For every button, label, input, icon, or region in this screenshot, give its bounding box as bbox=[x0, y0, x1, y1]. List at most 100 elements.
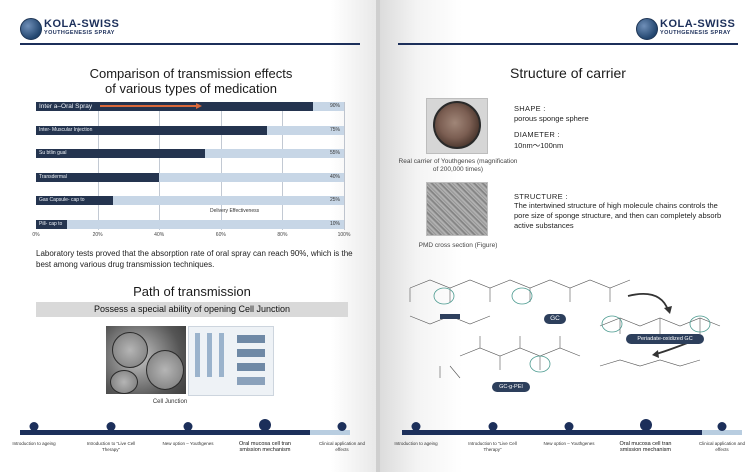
shape-value: porous sponge sphere bbox=[514, 114, 589, 123]
periodate-label: Periadate-oxidized GC bbox=[626, 334, 704, 344]
polymer-branches bbox=[409, 288, 611, 302]
timeline-label[interactable]: New option – Youthgenes bbox=[543, 441, 595, 446]
chart-bar bbox=[36, 196, 113, 205]
highlight-circle bbox=[433, 287, 455, 305]
timeline-progress bbox=[402, 430, 702, 435]
timeline-node[interactable] bbox=[488, 422, 497, 431]
polymer-branches bbox=[479, 336, 561, 370]
timeline-label[interactable]: Introduction to “Live Cell Therapy” bbox=[86, 441, 136, 452]
brand-name: KOLA-SWISS bbox=[44, 18, 120, 30]
chart-arrow bbox=[100, 105, 196, 107]
chart-bar-track bbox=[36, 196, 344, 205]
timeline-node[interactable] bbox=[337, 422, 347, 431]
chart-value-label: 75% bbox=[329, 126, 340, 133]
chart-bar-row: Pill- cap to 10% bbox=[36, 219, 344, 229]
timeline-node[interactable] bbox=[411, 422, 421, 431]
chart-value-label: 90% bbox=[329, 103, 340, 109]
timeline-label[interactable]: New option – Youthgenes bbox=[162, 441, 214, 446]
timeline-node[interactable] bbox=[29, 422, 39, 431]
timeline-track bbox=[20, 430, 350, 435]
chart-category-label: Pill- cap to bbox=[39, 220, 63, 227]
header-rule bbox=[398, 43, 738, 45]
chart-gridline bbox=[344, 102, 345, 230]
timeline-label[interactable]: Introduction to “Live Cell Therapy” bbox=[468, 441, 517, 452]
timeline-node[interactable] bbox=[259, 419, 271, 431]
highlight-circle bbox=[529, 355, 551, 373]
timeline-node[interactable] bbox=[717, 422, 727, 431]
chart-gridline bbox=[282, 102, 284, 230]
chart-gridline bbox=[97, 102, 99, 230]
chart-x-axis-title: Delivery Effectiveness bbox=[210, 208, 260, 214]
diagram-column bbox=[195, 333, 200, 377]
highlight-circle bbox=[689, 315, 711, 333]
cell-junction-banner: Possess a special ability of opening Cel… bbox=[36, 302, 348, 317]
chart-bar-track bbox=[36, 172, 344, 182]
chart-bar-row: Inter- Muscular Injection 75% bbox=[36, 125, 344, 135]
diagram-column bbox=[219, 333, 224, 377]
globe-logo-icon bbox=[20, 18, 42, 40]
chart-x-axis: 0%20%40%60%80%100% bbox=[32, 232, 350, 240]
timeline-label[interactable]: Introduction to ageing bbox=[394, 441, 438, 446]
diagram-box bbox=[237, 335, 265, 343]
chart-category-label: Gas Capsule- cap to bbox=[39, 197, 85, 203]
timeline-node[interactable] bbox=[564, 422, 574, 431]
chart-bar bbox=[36, 125, 267, 135]
left-page: KOLA-SWISS YOUTHGENESIS SPRAY Comparison… bbox=[0, 0, 376, 472]
timeline-node[interactable] bbox=[183, 422, 193, 431]
timeline-label[interactable]: Clinical application and effects bbox=[318, 441, 366, 452]
diameter-label: DIAMETER : bbox=[514, 130, 560, 139]
pmd-cross-section-image bbox=[426, 182, 488, 236]
timeline-label[interactable]: Oral mucosa cell tran smission mechanism bbox=[619, 441, 672, 453]
timeline-track bbox=[402, 430, 742, 435]
chart-value-label: 10% bbox=[329, 220, 340, 227]
chart-x-tick: 100% bbox=[337, 232, 351, 238]
chart-gridline bbox=[220, 102, 222, 230]
structure-label: STRUCTURE : bbox=[514, 192, 568, 201]
timeline-progress bbox=[20, 430, 310, 435]
chart-bar bbox=[36, 172, 160, 182]
chart-title: Comparison of transmission effects of va… bbox=[36, 66, 346, 96]
polymer-branches bbox=[439, 365, 461, 379]
carrier-caption: Real carrier of Youthgenes (magnificatio… bbox=[398, 158, 518, 173]
shape-label: SHAPE : bbox=[514, 104, 546, 113]
chart-value-label: 55% bbox=[329, 150, 340, 156]
reaction-arrow bbox=[627, 292, 669, 311]
reagent-box bbox=[440, 314, 460, 319]
timeline-node[interactable] bbox=[639, 419, 652, 431]
cell-junction-diagram bbox=[188, 326, 274, 396]
polymer-chain bbox=[459, 347, 581, 357]
pmd-caption: PMD cross section (Figure) bbox=[418, 242, 498, 249]
chart-bar-track bbox=[36, 219, 344, 229]
chart-bar bbox=[36, 149, 206, 158]
diagram-box bbox=[237, 349, 265, 357]
cell-shape bbox=[110, 370, 138, 394]
carrier-title: Structure of carrier bbox=[510, 65, 626, 81]
chart-gridline bbox=[159, 102, 161, 230]
header-rule bbox=[20, 43, 360, 45]
chart-arrowhead bbox=[196, 103, 202, 109]
cell-junction-caption: Cell Junction bbox=[152, 399, 188, 405]
cell-junction-micrograph bbox=[106, 326, 186, 394]
timeline-label[interactable]: Introduction to ageing bbox=[12, 441, 56, 446]
sponge-sphere bbox=[433, 101, 481, 149]
chart-title-line1: Comparison of transmission effects bbox=[89, 66, 293, 81]
timeline-node[interactable] bbox=[106, 422, 116, 431]
timeline-label[interactable]: Oral mucosa cell tran smission mechanism bbox=[239, 441, 291, 453]
page-gutter bbox=[376, 0, 380, 472]
gcpei-label: GC-g-PEI bbox=[492, 382, 530, 392]
chart-category-label: Transdermal bbox=[39, 173, 67, 180]
highlight-circle bbox=[511, 287, 533, 305]
gc-label: GC bbox=[544, 314, 566, 324]
section-title: Path of transmission bbox=[133, 284, 251, 299]
polymer-chain bbox=[409, 279, 631, 289]
chemical-structure-diagram bbox=[409, 279, 721, 379]
chart-x-tick: 40% bbox=[154, 232, 165, 238]
timeline-label[interactable]: Clinical application and effects bbox=[698, 441, 746, 452]
diagram-box bbox=[237, 377, 265, 385]
brand-tagline: YOUTHGENESIS SPRAY bbox=[660, 30, 731, 36]
chart-category-label: Inter- Muscular Injection bbox=[39, 126, 93, 133]
cell-shape bbox=[146, 350, 184, 390]
